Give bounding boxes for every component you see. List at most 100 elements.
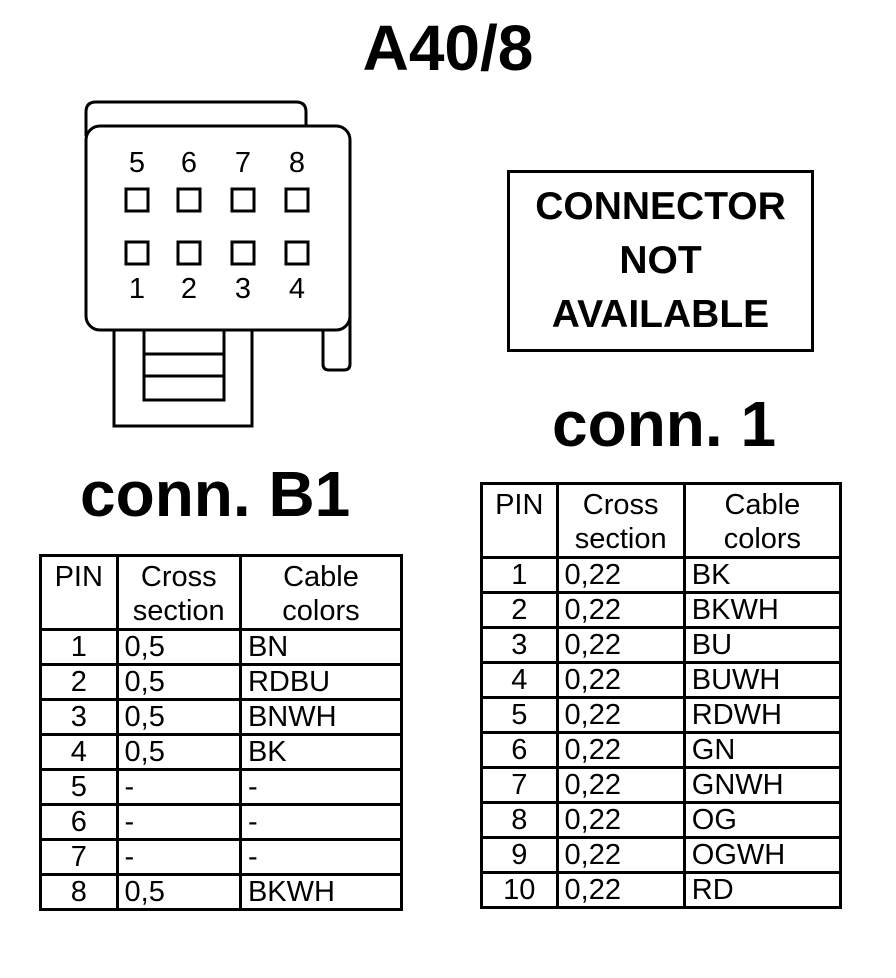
pin-number-cell: 2 [39,663,119,701]
cross-section-cell: 0,22 [555,836,686,874]
pin-label-7: 7 [235,147,251,179]
cable-color-cell: BN [238,628,404,666]
cross-section-cell: 0,5 [115,628,242,666]
not-available-line: CONNECTOR [535,185,786,228]
pin-socket-3 [230,240,256,266]
pin-label-6: 6 [181,147,197,179]
pin-socket-4 [284,240,310,266]
pin-socket-2 [176,240,202,266]
cable-color-cell: - [238,803,404,841]
cross-section-cell: 0,5 [115,873,242,911]
cross-section-cell: 0,22 [555,661,686,699]
not-available-line: AVAILABLE [551,293,770,336]
cable-color-cell: BNWH [238,698,404,736]
cross-section-cell: 0,5 [115,663,242,701]
pin-number-cell: 5 [480,696,559,734]
pin-number-cell: 1 [480,556,559,594]
pin-number-cell: 7 [39,838,119,876]
cable-color-cell: - [238,768,404,806]
pin-socket-7 [230,187,256,213]
pin-number-cell: 1 [39,628,119,666]
cross-section-cell: 0,5 [115,733,242,771]
cable-color-cell: OG [682,801,843,839]
cable-color-cell: GNWH [682,766,843,804]
cross-section-cell: 0,22 [555,626,686,664]
page-title: A40/8 [362,12,534,84]
table-row: 6-- [39,803,404,841]
cross-section-cell: - [115,838,242,876]
cable-color-cell: OGWH [682,836,843,874]
pin-number-cell: 4 [480,661,559,699]
pin-number-cell: 7 [480,766,559,804]
pin-number-cell: 6 [39,803,119,841]
cable-color-cell: BU [682,626,843,664]
cross-section-cell: - [115,803,242,841]
pin-number-cell: 9 [480,836,559,874]
pin-label-2: 2 [181,273,197,305]
cross-section-cell: 0,22 [555,696,686,734]
cross-section-cell: 0,22 [555,871,686,909]
pin-label-4: 4 [289,273,305,305]
header-pin: PIN [480,482,559,559]
pin-socket-6 [176,187,202,213]
table-row: 5-- [39,768,404,806]
cable-color-cell: - [238,838,404,876]
cable-color-cell: GN [682,731,843,769]
connector-not-available-box: CONNECTOR NOT AVAILABLE [507,170,814,352]
cable-color-cell: BK [682,556,843,594]
cable-color-cell: RDBU [238,663,404,701]
pin-label-1: 1 [129,273,145,305]
pin-label-8: 8 [289,147,305,179]
cable-color-cell: BK [238,733,404,771]
pin-socket-5 [124,187,150,213]
table-row: 7-- [39,838,404,876]
cross-section-cell: 0,22 [555,801,686,839]
pin-number-cell: 5 [39,768,119,806]
not-available-line: NOT [619,239,702,282]
cross-section-cell: 0,5 [115,698,242,736]
cross-section-cell: 0,22 [555,731,686,769]
pin-number-cell: 4 [39,733,119,771]
pin-number-cell: 3 [39,698,119,736]
cable-color-cell: RD [682,871,843,909]
header-pin: PIN [39,554,119,631]
pin-number-cell: 2 [480,591,559,629]
pin-number-cell: 8 [480,801,559,839]
cable-color-cell: RDWH [682,696,843,734]
pin-label-5: 5 [129,147,145,179]
cross-section-cell: 0,22 [555,766,686,804]
connector-1-label: conn. 1 [552,388,777,460]
cable-color-cell: BKWH [682,591,843,629]
cable-color-cell: BKWH [238,873,404,911]
pin-label-3: 3 [235,273,251,305]
cross-section-cell: 0,22 [555,591,686,629]
connector-b1-drawing: 5 6 7 8 1 2 3 4 [84,100,352,428]
connector-b1-label: conn. B1 [80,458,351,530]
cross-section-cell: 0,22 [555,556,686,594]
cross-section-cell: - [115,768,242,806]
pin-number-cell: 6 [480,731,559,769]
pin-socket-8 [284,187,310,213]
pin-socket-1 [124,240,150,266]
